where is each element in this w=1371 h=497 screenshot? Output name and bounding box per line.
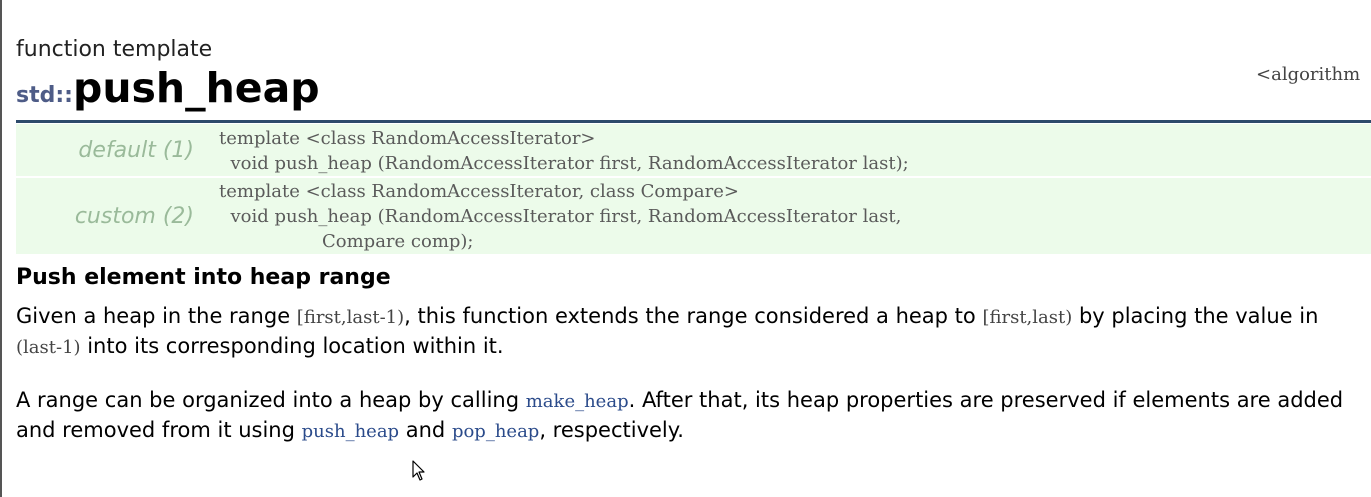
text: into its corresponding location within i… bbox=[80, 334, 504, 358]
text: and bbox=[399, 418, 452, 442]
code-line: template <class RandomAccessIterator> bbox=[219, 128, 596, 149]
prototype-row-custom: custom (2) template <class RandomAccessI… bbox=[16, 178, 1371, 254]
pop-heap-link[interactable]: pop_heap bbox=[451, 421, 540, 442]
inline-code: [first,last) bbox=[982, 307, 1073, 328]
text: by placing the value in bbox=[1072, 304, 1319, 328]
make-heap-link[interactable]: make_heap bbox=[525, 391, 629, 412]
code-line: void push_heap (RandomAccessIterator fir… bbox=[219, 206, 902, 227]
text: , this function extends the range consid… bbox=[404, 304, 983, 328]
description-paragraph: Given a heap in the range [first,last-1)… bbox=[16, 302, 1366, 362]
prototype-label: default (1) bbox=[78, 138, 194, 163]
page-title: std::push_heap bbox=[16, 64, 320, 112]
function-name: push_heap bbox=[72, 64, 320, 112]
prototype-label: custom (2) bbox=[74, 204, 194, 229]
prototype-code: template <class RandomAccessIterator, cl… bbox=[219, 179, 901, 254]
text: Given a heap in the range bbox=[16, 304, 297, 328]
prototype-row-default: default (1) template <class RandomAccess… bbox=[16, 124, 1371, 176]
code-line: void push_heap (RandomAccessIterator fir… bbox=[219, 153, 909, 174]
text: , respectively. bbox=[539, 418, 684, 442]
code-line: template <class RandomAccessIterator, cl… bbox=[219, 181, 739, 202]
inline-code: [first,last-1) bbox=[296, 307, 405, 328]
prototype-code: template <class RandomAccessIterator> vo… bbox=[219, 126, 909, 176]
inline-code: (last-1) bbox=[16, 337, 81, 358]
text: . After that, its heap properties are pr… bbox=[16, 388, 1344, 442]
title-divider bbox=[16, 120, 1371, 123]
push-heap-link[interactable]: push_heap bbox=[301, 421, 400, 442]
text: A range can be organized into a heap by … bbox=[16, 388, 526, 412]
section-title: Push element into heap range bbox=[16, 265, 391, 290]
header-reference[interactable]: <algorithm bbox=[1256, 64, 1361, 85]
code-line: Compare comp); bbox=[219, 231, 474, 252]
mouse-pointer-icon bbox=[412, 460, 425, 481]
entity-kind: function template bbox=[16, 37, 213, 62]
namespace-prefix: std:: bbox=[16, 83, 73, 108]
description-paragraph: A range can be organized into a heap by … bbox=[16, 386, 1366, 446]
